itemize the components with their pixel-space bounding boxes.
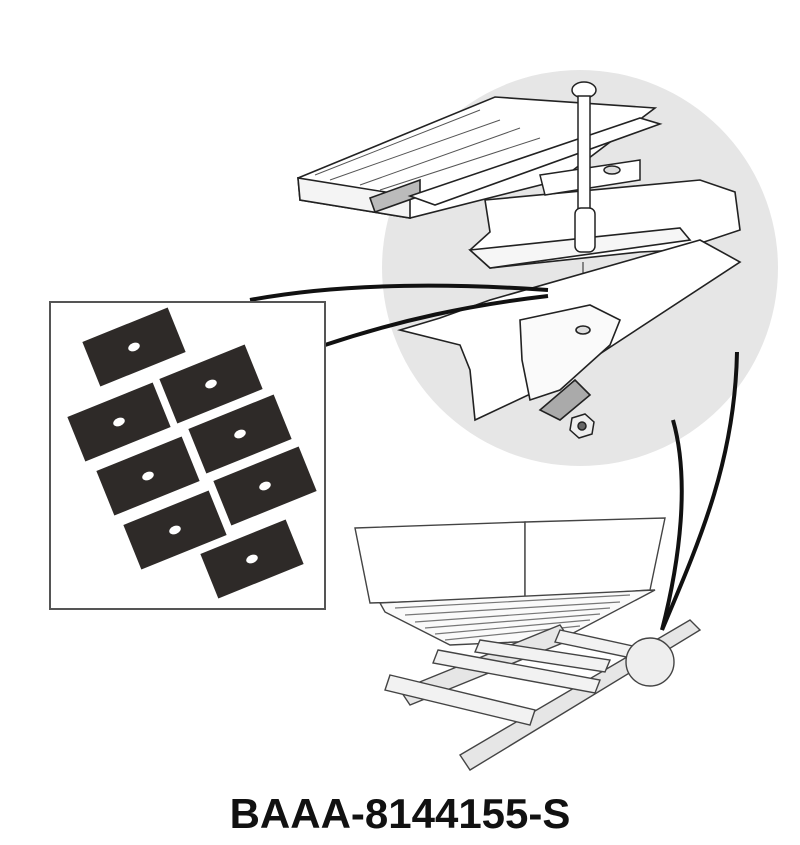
truck-bed bbox=[354, 517, 702, 771]
mounting-pad bbox=[159, 344, 263, 424]
mounting-pad bbox=[96, 436, 200, 516]
callout-line-to-inset bbox=[249, 283, 549, 302]
hex-nut bbox=[569, 413, 595, 439]
mounting-pad bbox=[213, 446, 317, 526]
mounting-pad bbox=[67, 382, 171, 462]
metal-strip bbox=[407, 117, 663, 206]
callout-line-to-bed-right bbox=[660, 351, 739, 631]
mounting-pad bbox=[82, 307, 186, 387]
mounting-pad bbox=[188, 394, 292, 474]
mounting-pad bbox=[123, 490, 227, 570]
mounting-pad bbox=[200, 519, 304, 599]
callout-line-to-inset-lower bbox=[324, 294, 549, 347]
bolt bbox=[571, 81, 597, 253]
frame-rail-bracket bbox=[396, 239, 742, 422]
callout-line-to-bed bbox=[660, 419, 684, 631]
part-number-caption: BAAA-8144155-S bbox=[229, 790, 571, 837]
mounting-pads bbox=[67, 307, 317, 599]
